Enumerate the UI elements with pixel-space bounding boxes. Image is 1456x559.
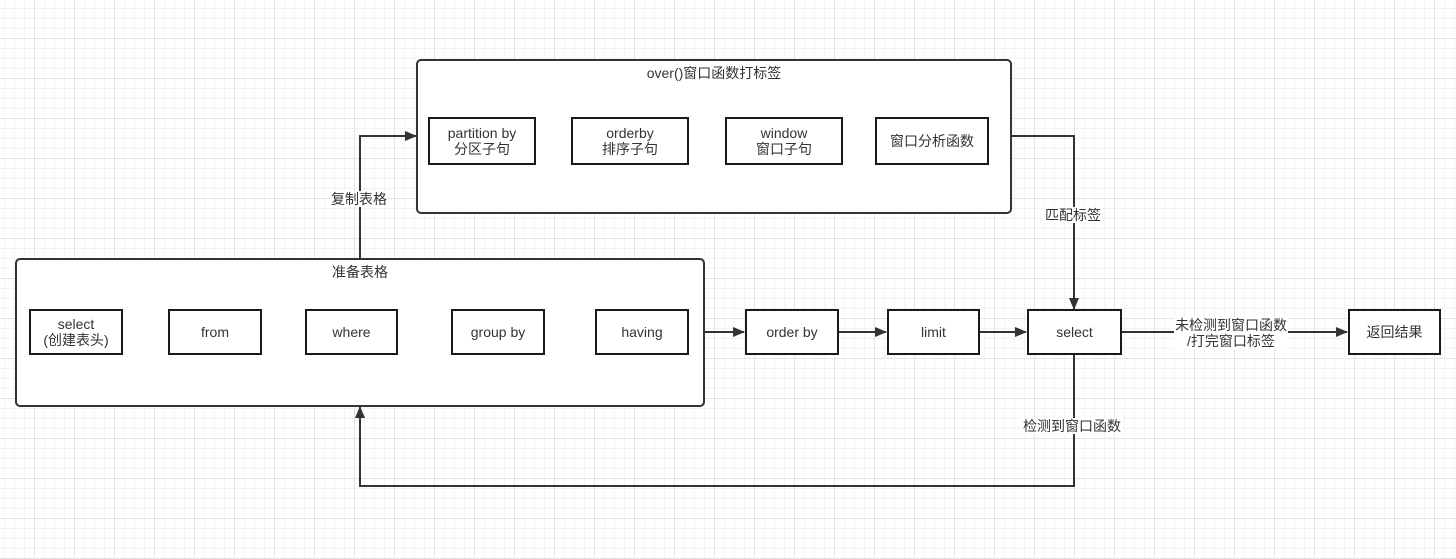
not-detected-label-line1: 未检测到窗口函数: [1175, 317, 1287, 333]
order-by-node[interactable]: order by: [745, 309, 839, 355]
order-by-label: order by: [766, 324, 818, 340]
window-clause-label: window: [760, 125, 808, 141]
partition-by-node[interactable]: partition by 分区子句: [428, 117, 536, 165]
detected-label: 检测到窗口函数: [1022, 418, 1122, 434]
partition-by-label: partition by: [447, 125, 517, 141]
orderby-clause-node[interactable]: orderby 排序子句: [571, 117, 689, 165]
orderby-clause-sublabel: 排序子句: [602, 141, 658, 157]
select-label: select: [1056, 324, 1093, 340]
prepare-table-group-title: 准备表格: [332, 264, 388, 280]
edge-match-label: [1011, 135, 1079, 310]
select-header-sublabel: (创建表头): [43, 332, 109, 348]
from-label: from: [201, 324, 229, 340]
limit-node[interactable]: limit: [887, 309, 980, 355]
select-header-label: select: [57, 316, 95, 332]
where-node[interactable]: where: [305, 309, 398, 355]
from-node[interactable]: from: [168, 309, 262, 355]
having-node[interactable]: having: [595, 309, 689, 355]
partition-by-sublabel: 分区子句: [454, 141, 510, 157]
return-result-label: 返回结果: [1366, 324, 1423, 340]
not-detected-label: 未检测到窗口函数 /打完窗口标签: [1174, 317, 1288, 349]
orderby-clause-label: orderby: [606, 125, 654, 141]
copy-table-label: 复制表格: [330, 191, 388, 207]
return-result-node[interactable]: 返回结果: [1348, 309, 1441, 355]
where-label: where: [332, 324, 371, 340]
select-header-node[interactable]: select (创建表头): [29, 309, 123, 355]
window-function-group-title: over()窗口函数打标签: [646, 65, 782, 81]
group-by-label: group by: [470, 324, 526, 340]
edge-copy-table: [359, 131, 417, 258]
having-label: having: [621, 324, 663, 340]
window-clause-sublabel: 窗口子句: [756, 141, 812, 157]
group-by-node[interactable]: group by: [451, 309, 545, 355]
analytic-function-label: 窗口分析函数: [890, 133, 974, 149]
match-label-label: 匹配标签: [1044, 207, 1102, 223]
window-clause-node[interactable]: window 窗口子句: [725, 117, 843, 165]
not-detected-label-line2: /打完窗口标签: [1187, 333, 1275, 349]
select-node[interactable]: select: [1027, 309, 1122, 355]
limit-label: limit: [921, 324, 946, 340]
analytic-function-node[interactable]: 窗口分析函数: [875, 117, 989, 165]
